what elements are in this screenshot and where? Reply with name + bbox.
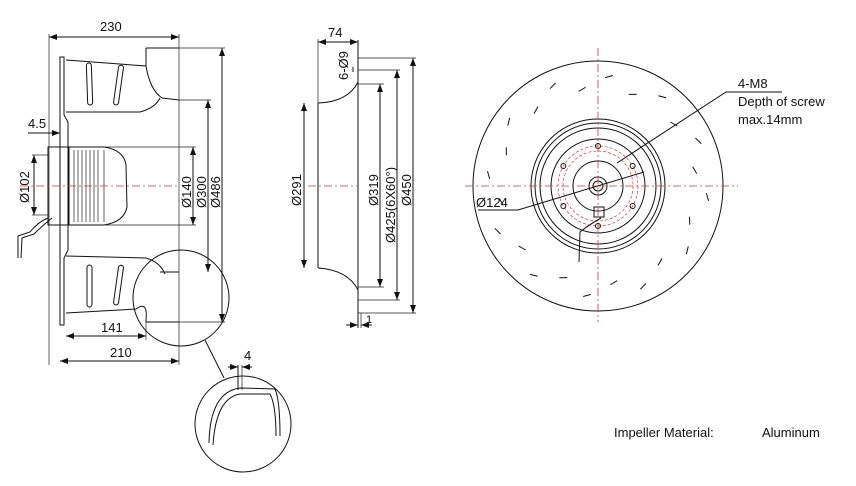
- bolt-hole: [560, 163, 567, 169]
- motor-body: [69, 146, 128, 226]
- dim-141: 141: [101, 320, 123, 335]
- screw-depth-line2: max.14mm: [738, 112, 802, 127]
- blade-mark: [658, 95, 667, 99]
- dim-d140: Ø140: [179, 176, 194, 208]
- screw-label: 4-M8: [738, 76, 768, 91]
- blade-mark: [640, 283, 647, 290]
- blade-mark: [610, 280, 618, 286]
- blade-mark: [498, 198, 504, 206]
- ring-curve-bottom: [317, 267, 359, 291]
- blade-mark: [518, 245, 526, 251]
- inlet-ring-view: 74 Ø291 Ø319 Ø425(6X60°) Ø450 6-Ø9 1: [289, 25, 416, 328]
- blade-mark: [549, 82, 556, 89]
- dim-d486: Ø486: [208, 176, 223, 208]
- blade-mark: [685, 246, 689, 255]
- dim-4-5: 4.5: [28, 116, 46, 131]
- shroud-upper: [65, 59, 180, 101]
- cable: [578, 217, 602, 263]
- blade-mark: [670, 121, 678, 127]
- ring-curve-top: [317, 81, 359, 104]
- bolt-holes: [560, 143, 636, 229]
- screw-depth-line1: Depth of screw: [738, 94, 825, 109]
- blade-mark: [494, 228, 501, 235]
- dim-detail-4: 4: [244, 348, 251, 363]
- dim-d124: Ø124: [476, 195, 508, 210]
- bolt-hole: [629, 203, 636, 209]
- detail-magnified-circle: [194, 375, 292, 473]
- front-view: 4-M8 Depth of screw max.14mm Ø124: [465, 48, 825, 322]
- dim-d300: Ø300: [194, 176, 209, 208]
- detail-marker-circle: [132, 249, 230, 347]
- blade-mark: [695, 137, 702, 144]
- dim-74: 74: [328, 25, 342, 40]
- screw-leader: [616, 91, 782, 164]
- blade-mark: [578, 86, 586, 92]
- side-view: 230 Ø102 4.5: [17, 19, 292, 473]
- flange: [59, 56, 69, 326]
- blade-mark: [583, 293, 592, 298]
- cable: [17, 217, 49, 258]
- blade-mark: [486, 171, 491, 180]
- dim-d425: Ø425(6X60°): [383, 167, 398, 243]
- blade-mark: [604, 74, 613, 79]
- dim-1: 1: [366, 314, 372, 326]
- dim-6-d9: 6-Ø9: [336, 51, 351, 80]
- blade-mark: [705, 192, 710, 201]
- dim-210: 210: [110, 345, 132, 360]
- blades: [486, 74, 710, 298]
- dim-d291: Ø291: [289, 174, 304, 206]
- dim-d102: Ø102: [17, 171, 32, 203]
- d124-leader: [478, 171, 645, 211]
- dim-230: 230: [100, 19, 122, 34]
- dim-d450: Ø450: [399, 174, 414, 206]
- dim-d319: Ø319: [366, 174, 381, 206]
- bolt-hole: [629, 163, 636, 169]
- blade-mark: [657, 258, 663, 266]
- material-value: Aluminum: [762, 425, 820, 440]
- material-label: Impeller Material:: [614, 425, 714, 440]
- blade-mark: [507, 117, 511, 126]
- blade-mark: [529, 273, 538, 277]
- blade-mark: [692, 166, 698, 174]
- bolt-hole: [560, 203, 567, 209]
- blade-mark: [533, 106, 539, 114]
